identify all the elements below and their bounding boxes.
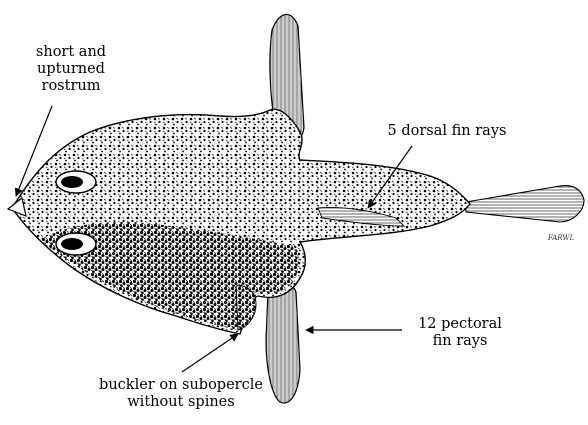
lower-pupil [61,238,83,250]
buckler-label-line: buckler on subopercle [86,377,276,394]
buckler-arrow [182,334,238,372]
pectoral-fin-label-line: fin rays [400,333,520,350]
rostrum-label-line: rostrum [16,78,126,95]
rostrum-label-line: short and [16,44,126,61]
caudal-fin [466,186,584,222]
upper-pupil [61,176,83,188]
pectoral-fin-label-line: 12 pectoral [400,316,520,333]
rostrum-label: short and upturned rostrum [16,44,126,95]
artist-signature: FARWL [548,234,574,242]
dorsal-fin-label: 5 dorsal fin rays [372,123,522,140]
buckler-label: buckler on subopercle without spines [86,377,276,411]
pectoral-fin-label: 12 pectoral fin rays [400,316,520,350]
dorsal-fin-label-line: 5 dorsal fin rays [372,123,522,140]
rostrum-label-line: upturned [16,61,126,78]
buckler-label-line: without spines [86,394,276,411]
